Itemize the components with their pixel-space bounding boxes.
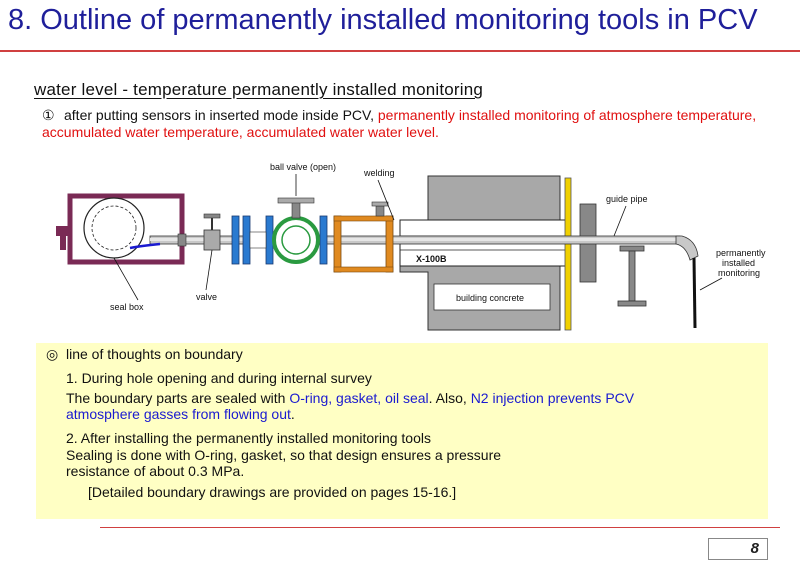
label-guide-pipe: guide pipe [606,194,648,204]
title-divider [0,50,800,52]
cable-reel [83,197,145,259]
flange-left-b [242,215,251,265]
ball-valve [272,216,320,264]
intro-highlight: permanently installed monitoring of atmo… [42,107,757,140]
note-item2-text-a: Sealing is done with O-ring, gasket, so … [66,447,502,463]
flange-left-a [231,215,240,265]
weld-flange-b [385,215,394,273]
note-item2-period: . [240,463,245,479]
clamp-top [333,215,394,222]
sensor-cable [129,242,161,250]
notes-heading-text: line of thoughts on boundary [66,346,243,362]
label-concrete: building concrete [456,293,524,303]
valve-handle [203,213,221,219]
concrete-label-box [433,283,551,311]
seal-box-handle [56,226,70,236]
label-monitoring-1: permanently [716,248,766,258]
note-item1-title: 1. During hole opening and during intern… [66,370,372,386]
note-item1-period: . [290,406,295,422]
note-item1-text-c: . Also, [428,390,471,406]
label-ball-valve: ball valve (open) [270,162,336,172]
notes-bullet: ◎ [46,346,59,362]
label-welding: welding [363,168,395,178]
intro-paragraph: ① after putting sensors in inserted mode … [42,107,787,141]
label-valve: valve [196,292,217,302]
note-item2-body: Sealing is done with O-ring, gasket, so … [66,447,766,479]
note-item1-text-a: The boundary parts are sealed with [66,390,290,406]
intro-number: ① [42,107,55,123]
valve-body [203,229,221,251]
label-monitoring-2: installed [722,258,755,268]
clamp-bottom [333,266,394,273]
flange-mid-a [265,215,274,265]
page-number-box: 8 [708,538,768,560]
notes-heading: ◎ line of thoughts on boundary [46,346,243,363]
note-item1-body: The boundary parts are sealed with O-rin… [66,390,766,422]
monitoring-cable [692,257,697,329]
weld-flange-a [333,215,342,273]
support-beam [564,177,572,331]
section-subtitle: water level - temperature permanently in… [34,80,484,99]
boundary-notes: ◎ line of thoughts on boundary 1. During… [36,343,768,519]
note-item1-seals: O-ring, gasket, oil seal [289,390,429,406]
label-monitoring-3: monitoring [718,268,760,278]
label-penetration: X-100B [416,254,447,264]
pipe-support-top [619,245,645,252]
inner-pipe [150,238,680,241]
page-title: 8. Outline of permanently installed moni… [8,4,758,36]
note-reference: [Detailed boundary drawings are provided… [88,484,457,500]
intro-text: after putting sensors in inserted mode i… [64,107,378,123]
pipe-support-bottom [617,300,647,307]
pipe-support-web [628,250,636,302]
ball-valve-handle [277,197,315,204]
note-item2-title: 2. After installing the permanently inst… [66,430,431,446]
flange-mid-b [319,215,328,265]
label-seal-box: seal box [110,302,144,312]
monitoring-tool-diagram: ball valve (open) welding guide pipe X-1… [56,162,766,331]
note-item1-n2-cont: atmosphere gasses from flowing out [66,406,291,422]
note-item1-n2: N2 injection prevents PCV [470,390,635,406]
note-item2-text-b: resistance of about 0.3 MPa [66,463,241,479]
page-number: 8 [750,540,759,557]
guide-pipe-bend [675,235,699,261]
footer-divider [100,527,780,528]
